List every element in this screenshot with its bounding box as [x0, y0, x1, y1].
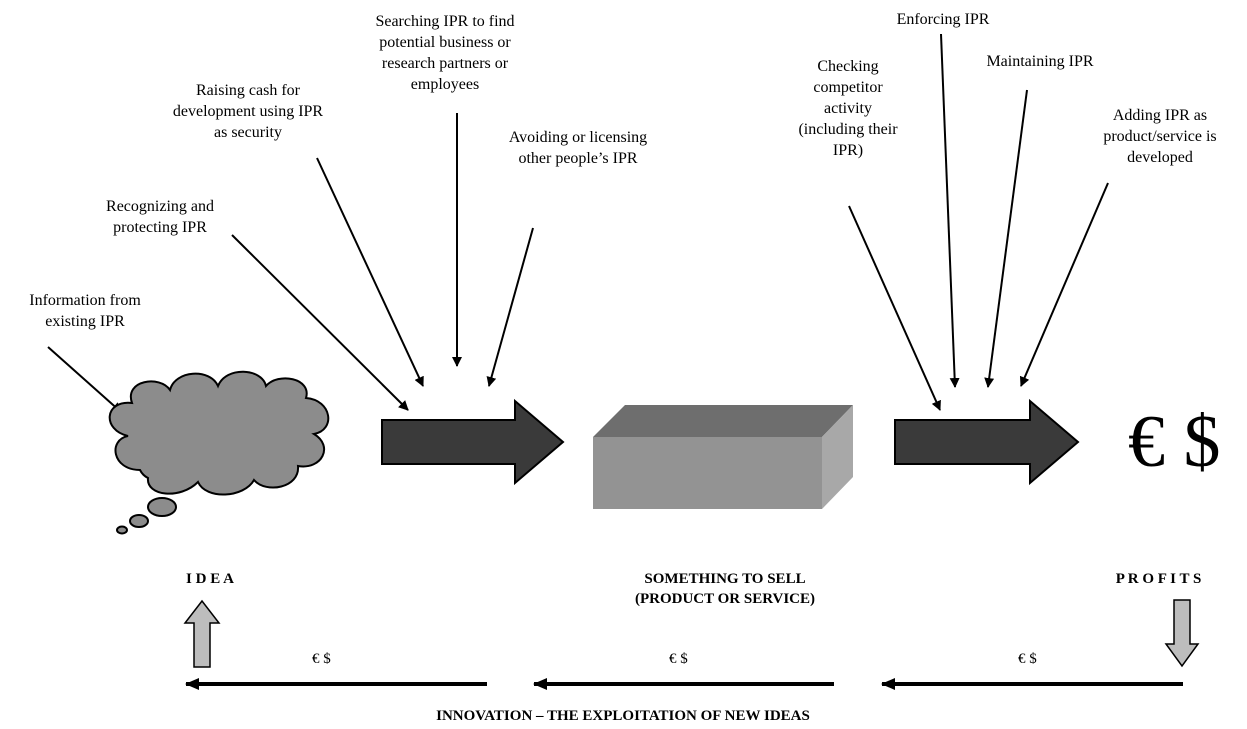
return-money-1: € $ — [312, 651, 331, 667]
arrow-info — [47, 346, 122, 413]
label-searching-ipr: Searching IPR to find potential business… — [375, 13, 515, 93]
arrow-adding — [1019, 182, 1109, 387]
return-money-2: € $ — [669, 651, 688, 667]
up-arrow-to-idea — [183, 599, 221, 668]
profit-currency-symbols: € $ — [1128, 401, 1221, 483]
return-money-3: € $ — [1018, 651, 1037, 667]
down-arrow-from-profits — [1164, 599, 1200, 668]
label-adding-ipr: Adding IPR as product/service is develop… — [1103, 107, 1217, 166]
big-arrow-idea-to-product — [381, 398, 565, 486]
idea-cloud — [108, 370, 330, 535]
label-raising-cash: Raising cash for development using IPR a… — [172, 82, 324, 141]
stage-product: SOMETHING TO SELL (PRODUCT OR SERVICE) — [634, 571, 816, 607]
footer-caption: INNOVATION – THE EXPLOITATION OF NEW IDE… — [436, 708, 810, 724]
label-information-from-existing-ipr: Information from existing IPR — [29, 292, 141, 330]
label-enforcing-ipr: Enforcing IPR — [896, 11, 990, 28]
arrow-enforcing — [940, 33, 960, 388]
arrow-raise — [316, 157, 424, 387]
label-avoiding-licensing: Avoiding or licensing other people’s IPR — [508, 129, 648, 167]
arrow-avoid — [486, 227, 534, 387]
label-recognizing-protecting-ipr: Recognizing and protecting IPR — [106, 198, 214, 236]
label-checking-competitor: Checking competitor activity (including … — [798, 58, 898, 159]
arrow-checking — [848, 205, 941, 411]
arrow-recognize — [231, 234, 409, 411]
label-maintaining-ipr: Maintaining IPR — [986, 53, 1094, 70]
stage-idea: I D E A — [186, 571, 234, 587]
product-box — [593, 405, 853, 509]
stage-profits: P R O F I T S — [1115, 571, 1202, 587]
big-arrow-product-to-profits — [894, 398, 1080, 486]
arrow-maintaining — [984, 89, 1028, 388]
